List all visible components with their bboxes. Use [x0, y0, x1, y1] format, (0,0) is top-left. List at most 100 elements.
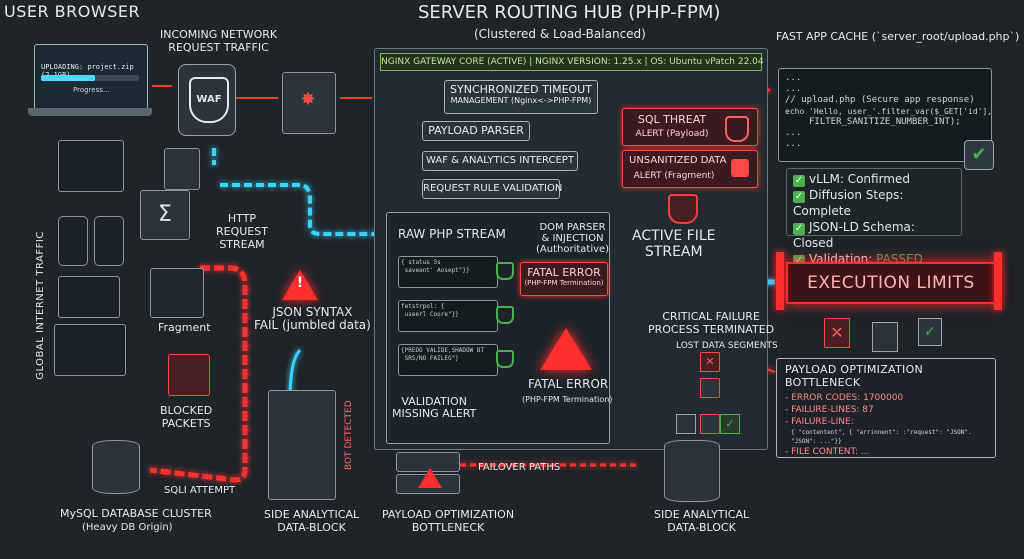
laptop-base	[28, 108, 152, 116]
unsanitized-sub: ALERT (Fragment)	[629, 171, 719, 181]
active-file-label: ACTIVE FILE STREAM	[632, 228, 716, 260]
fragment-terminal-icon	[150, 268, 204, 318]
payload-bottleneck-label: PAYLOAD OPTIMIZATION BOTTLENECK	[382, 508, 514, 534]
database-icon	[92, 440, 140, 494]
phone-device-2	[94, 216, 124, 266]
lock-icon	[731, 159, 749, 177]
check-icon: ✓	[793, 223, 805, 235]
lost-segment-icon-2	[700, 378, 720, 398]
bug-icon: ✸	[297, 89, 319, 111]
browser-window: UPLOADING: project.zip (2.1GB) Progress.…	[34, 44, 148, 110]
segment-grid-icon	[676, 414, 696, 434]
server-stack-icon	[268, 390, 336, 500]
lost-segment-icon-3	[700, 414, 720, 434]
sql-threat-alert: SQL THREAT ALERT (Payload)	[622, 108, 758, 146]
database-stack-icon	[664, 440, 720, 502]
http-stream-label: HTTP REQUEST STREAM	[216, 212, 268, 251]
sync-timeout-sub: MANAGEMENT (Nginx<->PHP-FPM)	[445, 96, 597, 105]
progress-label: Progress...	[73, 86, 110, 94]
upload-progress-track	[41, 75, 139, 81]
checklist-label-2: Diffusion Steps: Complete	[793, 188, 903, 218]
raw-php-label: RAW PHP STREAM	[398, 228, 506, 241]
code-line-4: echo 'Hello, user_'.filter_var($_GET['id…	[785, 106, 985, 117]
global-traffic-label: GLOBAL INTERNET TRAFFIC	[35, 231, 46, 380]
shield-warning-icon	[668, 194, 698, 224]
rejected-file-icon: ✕	[824, 318, 850, 348]
doc-check-icon: ✓	[918, 318, 942, 346]
check-icon: ✓	[793, 191, 805, 203]
checklist-label-1: vLLM: Confirmed	[809, 172, 910, 186]
side-block-2-label: SIDE ANALYTICAL DATA-BLOCK	[654, 508, 749, 534]
checklist-item-1: ✓ vLLM: Confirmed	[793, 171, 955, 187]
bottleneck-report-box: PAYLOAD OPTIMIZATION BOTTLENECK - ERROR …	[776, 358, 996, 458]
bottleneck-line-3: - FAILURE-LINE:	[785, 416, 987, 428]
check-icon: ✓	[793, 175, 805, 187]
server-hub-heading: SERVER ROUTING HUB (PHP-FPM)	[418, 6, 720, 19]
checklist-item-2: ✓Diffusion Steps: Complete	[793, 187, 955, 219]
incoming-traffic-label: INCOMING NETWORK REQUEST TRAFFIC	[160, 28, 277, 54]
fatal-error-1-sub: (PHP-FPM Termination)	[521, 279, 607, 287]
bottleneck-title: PAYLOAD OPTIMIZATION BOTTLENECK	[785, 363, 987, 389]
json-syntax-label: JSON SYNTAX FAIL (jumbled data)	[254, 306, 371, 332]
fatal-error-1-label: FATAL ERROR	[521, 266, 607, 279]
check-shield-icon-1	[496, 262, 514, 280]
lost-segment-icon-1: ✕	[700, 352, 720, 372]
dom-parser-label: DOM PARSER & INJECTION (Authoritative)	[536, 222, 609, 255]
unsanitized-label: UNSANITIZED DATA	[629, 155, 719, 166]
sigma-doc-icon: Σ	[140, 190, 190, 240]
cache-code-panel: ... ... // upload.php (Secure app respon…	[778, 68, 992, 162]
validation-missing-label: VALIDATION MISSING ALERT	[392, 396, 476, 420]
laptop-device-1	[58, 140, 124, 192]
waf-box: WAF	[178, 64, 236, 136]
bottleneck-line-4: { "contentent", { "arrinnent": :"request…	[785, 428, 987, 437]
bottleneck-line-1: - ERROR CODES: 1700000	[785, 392, 987, 404]
checklist-panel: ✓vLLM: Confirmed ✓Diffusion Steps: Compl…	[786, 168, 962, 236]
critical-failure-label: CRITICAL FAILURE PROCESS TERMINATED	[648, 310, 774, 336]
blocked-packets-icon	[168, 354, 210, 396]
bottleneck-line-6: - FILE CONTENT: ...	[785, 446, 987, 458]
monitor-device	[58, 276, 120, 318]
checklist-item-3: ✓JSON-LD Schema: Closed	[793, 219, 955, 251]
code-line-2: ...	[785, 84, 985, 95]
check-shield-icon-3	[496, 350, 514, 368]
warning-bang: !	[262, 277, 338, 290]
gateway-status-bar: NGINX GATEWAY CORE (ACTIVE) | NGINX VERS…	[380, 53, 762, 71]
phone-device-1	[58, 216, 88, 266]
rule-validation-box: REQUEST RULE VALIDATION	[422, 179, 560, 199]
doc-icon	[164, 148, 200, 190]
fatal-error-1: FATAL ERROR (PHP-FPM Termination)	[520, 262, 608, 296]
segment-check-icon: ✓	[720, 414, 740, 434]
bot-detected-label: BOT DETECTED	[344, 400, 354, 470]
sql-threat-sub: ALERT (Payload)	[629, 129, 715, 139]
stream-code-3: {PREDO VALIDE,SHADOW BT SRS/NO FAILEG"}	[398, 344, 498, 376]
shield-icon: WAF	[189, 77, 229, 123]
stream-code-1: { status 3s saveant' Aosept"}}	[398, 256, 498, 288]
user-browser-heading: USER BROWSER	[4, 5, 140, 18]
lost-segments-label: LOST DATA SEGMENTS	[676, 340, 778, 353]
limit-bar-right	[994, 252, 1002, 310]
waf-intercept-box: WAF & ANALYTICS INTERCEPT	[422, 151, 578, 171]
side-block-1-label: SIDE ANALYTICAL DATA-BLOCK	[264, 508, 359, 534]
code-line-3: // upload.php (Secure app response)	[785, 95, 985, 106]
upload-progress-fill	[41, 75, 95, 81]
laptop-device-2	[54, 324, 126, 376]
doc-error-icon	[872, 322, 898, 352]
mysql-label: MySQL DATABASE CLUSTER	[60, 507, 212, 520]
fatal-error-2-label: FATAL ERROR	[528, 378, 608, 391]
fast-cache-heading: FAST APP CACHE (`server_root/upload.php`…	[776, 30, 1019, 43]
code-line-1: ...	[785, 73, 985, 84]
mysql-sub: (Heavy DB Origin)	[82, 521, 173, 534]
checklist-label-3: JSON-LD Schema: Closed	[793, 220, 915, 250]
code-line-7: ...	[785, 139, 985, 150]
limit-bar-left	[776, 252, 784, 310]
waf-label: WAF	[196, 94, 221, 105]
check-shield-icon-2	[496, 306, 514, 324]
bottleneck-line-2: - FAILURE-LINES: 87	[785, 404, 987, 416]
fatal-warning-triangle-icon	[540, 328, 592, 370]
sync-timeout-label: SYNCHRONIZED TIMEOUT	[445, 83, 597, 96]
fragment-label: Fragment	[158, 321, 211, 334]
blocked-packets-label: BLOCKED PACKETS	[160, 404, 212, 430]
shield-alert-icon	[725, 116, 749, 142]
code-line-6: ...	[785, 128, 985, 139]
sync-timeout-box: SYNCHRONIZED TIMEOUT MANAGEMENT (Nginx<-…	[444, 80, 598, 114]
